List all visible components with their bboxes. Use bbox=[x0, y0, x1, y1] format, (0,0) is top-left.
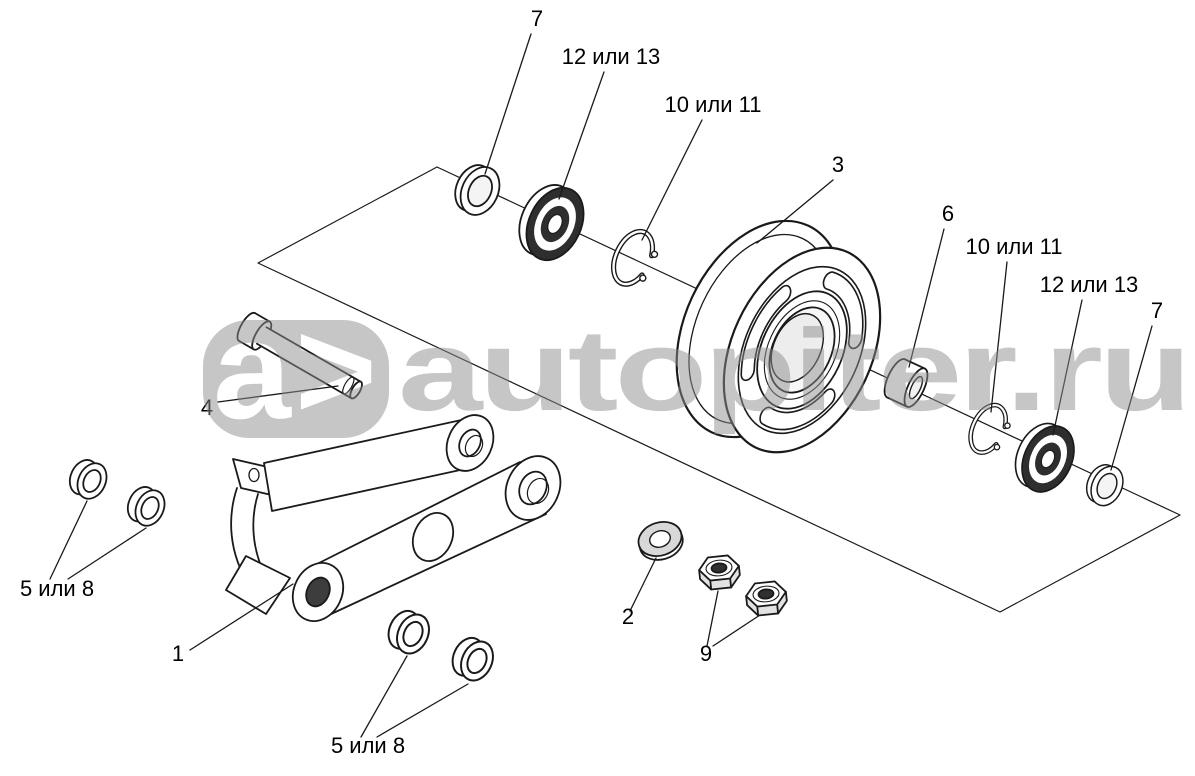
washer-2 bbox=[637, 520, 684, 561]
callout-9: 9 bbox=[700, 641, 712, 666]
bushing-5-8-bottom-1 bbox=[381, 604, 437, 660]
callout-7-right: 7 bbox=[1151, 298, 1163, 323]
arm-lightening-hole bbox=[411, 512, 455, 562]
ring-7-top-left bbox=[446, 157, 508, 223]
watermark: autopiter.ru bbox=[203, 305, 1191, 438]
watermark-logo bbox=[203, 320, 389, 438]
leader-line bbox=[67, 527, 147, 580]
leader-line bbox=[641, 119, 703, 241]
bushing-5-8-left-1 bbox=[63, 454, 113, 505]
leader-line bbox=[360, 655, 408, 738]
callout-5-8-bottom: 5 или 8 bbox=[331, 733, 405, 758]
leader-line bbox=[712, 614, 761, 647]
bushing-5-8-bottom-2 bbox=[445, 631, 501, 687]
leader-line bbox=[1052, 299, 1083, 436]
leader-line bbox=[908, 228, 945, 368]
callout-5-8-left: 5 или 8 bbox=[20, 576, 94, 601]
bushings-5-8-bottom bbox=[381, 604, 501, 687]
leader-line bbox=[484, 33, 532, 175]
snap-ring-10-11-left bbox=[606, 225, 664, 292]
leader-line bbox=[990, 261, 1008, 413]
callout-7-top: 7 bbox=[531, 6, 543, 31]
leader-line bbox=[629, 557, 657, 612]
mounting-plane-outline bbox=[257, 166, 1181, 613]
nut-9-1 bbox=[696, 553, 742, 592]
callout-12-13-left: 12 или 13 bbox=[562, 44, 661, 69]
leader-line bbox=[1110, 325, 1153, 471]
callout-10-11-right: 10 или 11 bbox=[966, 234, 1063, 259]
callout-labels: 7 12 или 13 10 или 11 3 6 10 или 11 12 и… bbox=[20, 6, 1163, 758]
bearing-12-13-left bbox=[507, 174, 596, 271]
callout-2: 2 bbox=[622, 604, 634, 629]
callout-1: 1 bbox=[172, 641, 184, 666]
spacer-6 bbox=[883, 358, 929, 408]
leader-lines bbox=[49, 33, 1153, 738]
nuts-9 bbox=[696, 553, 789, 618]
leader-line bbox=[49, 500, 88, 580]
roller-3 bbox=[675, 219, 911, 477]
leader-line bbox=[376, 683, 469, 738]
callout-6: 6 bbox=[942, 201, 954, 226]
roller-bore bbox=[761, 305, 834, 390]
bushings-5-8-left bbox=[63, 454, 171, 532]
leader-line bbox=[706, 590, 719, 647]
lever-arm-1 bbox=[225, 414, 562, 622]
watermark-text: autopiter.ru bbox=[398, 305, 1188, 435]
callout-12-13-right: 12 или 13 bbox=[1040, 272, 1139, 297]
leader-line bbox=[756, 179, 834, 244]
callout-10-11-left: 10 или 11 bbox=[665, 92, 762, 117]
ring-7-right bbox=[1079, 458, 1130, 512]
nut-9-2 bbox=[743, 579, 789, 618]
leader-line bbox=[189, 583, 294, 651]
callout-3: 3 bbox=[832, 152, 844, 177]
bushing-5-8-left-2 bbox=[121, 481, 171, 532]
leader-line bbox=[558, 71, 605, 200]
